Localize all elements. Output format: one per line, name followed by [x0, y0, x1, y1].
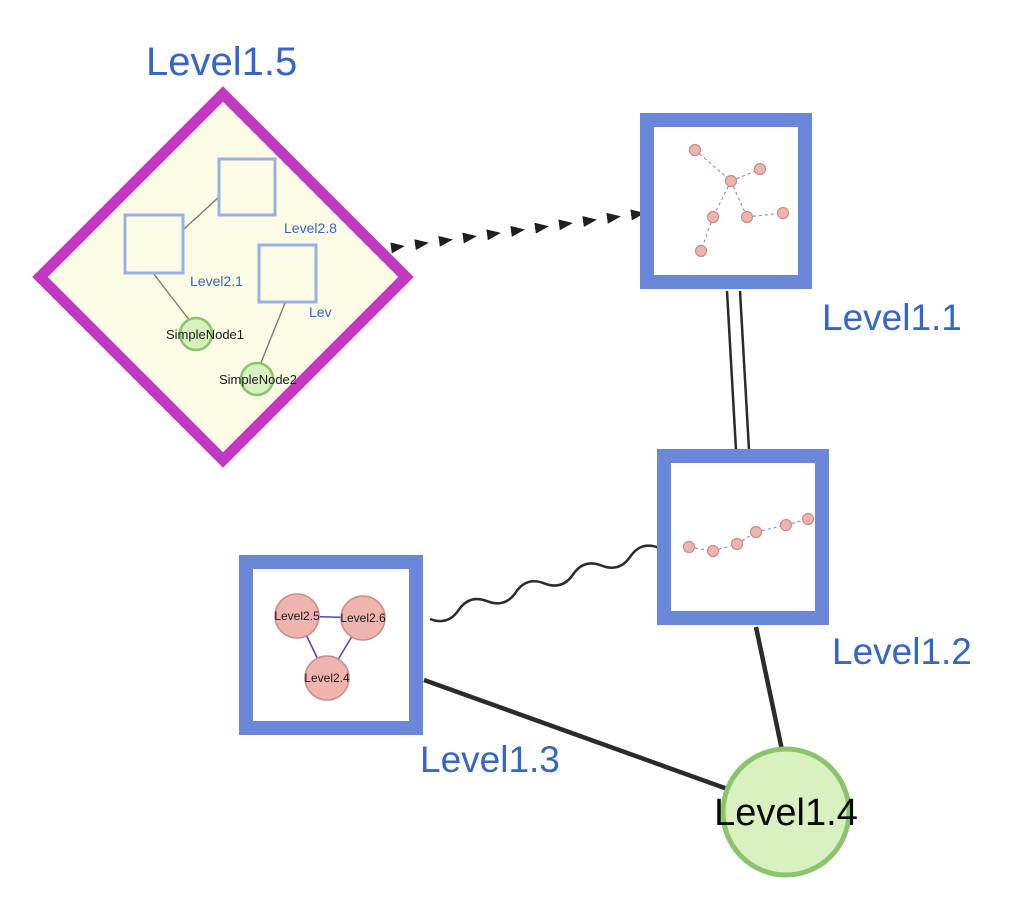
mini-node[interactable] [776, 206, 790, 220]
node-level2-1-label: Level2.1 [190, 273, 243, 289]
node-level2-5[interactable] [274, 593, 320, 639]
node-level2-1[interactable] [123, 213, 185, 275]
node-simplenode2[interactable] [239, 361, 275, 397]
mini-node[interactable] [682, 540, 696, 554]
edge-level1-1-to-level1-2[interactable] [725, 290, 751, 451]
node-level1-1-frame[interactable] [640, 113, 812, 289]
inner-edge-level2-1-level2-8[interactable] [183, 196, 220, 230]
node-level2-4-label: Level2.4 [304, 671, 350, 685]
edge-level1-5-to-level1-1[interactable] [390, 209, 645, 254]
node-level1-2[interactable] [657, 449, 829, 625]
node-level1-1[interactable] [640, 113, 812, 289]
mini-graph-level1-2 [682, 512, 815, 558]
node-level1-4[interactable] [720, 746, 852, 878]
node-level1-3[interactable]: Level2.5 Level2.6 Level2.4 [239, 555, 423, 735]
node-level2-8[interactable] [217, 157, 277, 217]
node-simplenode1-label: SimpleNode1 [166, 327, 244, 342]
mini-node[interactable] [724, 174, 738, 188]
node-simplenode1[interactable] [178, 316, 214, 352]
mini-node[interactable] [779, 518, 793, 532]
node-level1-2-frame[interactable] [657, 449, 829, 625]
node-level1-1-label: Level1.1 [822, 297, 962, 338]
mini-node[interactable] [801, 512, 815, 526]
node-level2-6[interactable] [340, 595, 386, 641]
node-level2-5-label: Level2.5 [274, 609, 320, 623]
diamond-shape[interactable] [32, 86, 414, 468]
node-level1-3-label: Level1.3 [420, 739, 560, 780]
node-level2-8-label: Level2.8 [284, 220, 337, 236]
inner-edge-level2-1-simplenode1[interactable] [152, 272, 191, 322]
mini-node[interactable] [706, 210, 720, 224]
node-level2-x-label: Lev [309, 304, 332, 320]
node-level1-4-label: Level1.4 [714, 792, 858, 834]
node-level2-4[interactable] [304, 655, 350, 701]
mini-node[interactable] [749, 525, 763, 539]
node-level2-x[interactable] [257, 243, 318, 304]
mini-graph-level1-1 [688, 143, 790, 258]
mini-node[interactable] [694, 244, 708, 258]
edge-level1-3-to-level1-4[interactable] [423, 677, 734, 794]
node-simplenode2-label: SimpleNode2 [219, 372, 297, 387]
inner-edge-levx-simplenode2[interactable] [259, 302, 286, 366]
mini-node[interactable] [706, 544, 720, 558]
node-level1-5-label: Level1.5 [146, 40, 297, 84]
mini-node[interactable] [688, 143, 702, 157]
node-level1-2-label: Level1.2 [832, 631, 972, 672]
mini-node[interactable] [740, 210, 754, 224]
edge-level1-3-to-level1-2[interactable] [429, 544, 660, 623]
mini-node[interactable] [730, 537, 744, 551]
edge-level1-2-to-level1-4[interactable] [753, 626, 785, 751]
mini-node[interactable] [753, 162, 767, 176]
node-level1-3-frame[interactable] [239, 555, 423, 735]
node-level1-5[interactable]: Level2.8 Level2.1 Lev SimpleNode1 Simple… [32, 86, 414, 468]
node-level2-6-label: Level2.6 [340, 611, 386, 625]
